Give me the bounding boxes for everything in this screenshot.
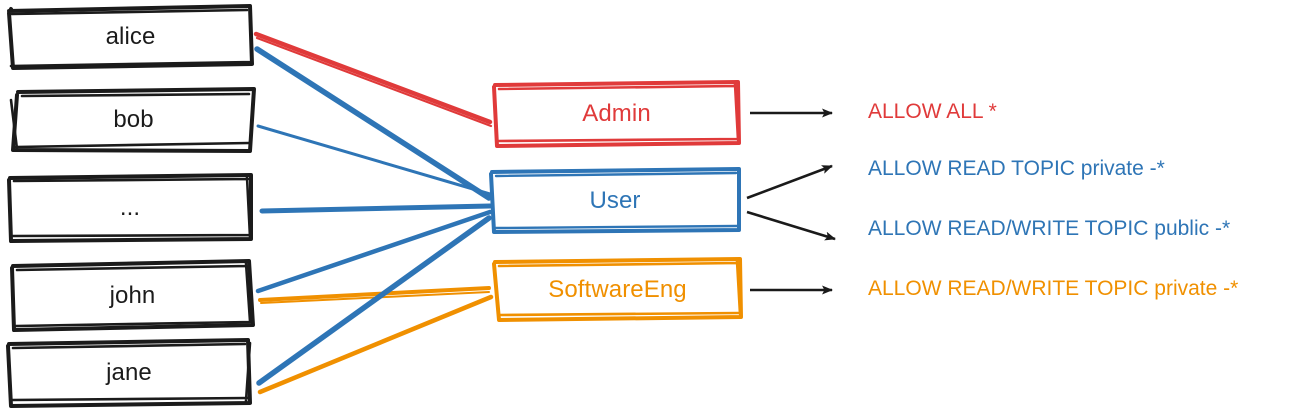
user-node-jane[interactable]: jane [8, 340, 250, 406]
permission-user-read-topic-private: ALLOW READ TOPIC private -* [868, 157, 1165, 180]
user-box-outlines [6, 4, 256, 408]
link-jane-softwareeng [257, 294, 494, 395]
user-box-john-outline [10, 259, 255, 332]
role-box-softwareeng-outline [492, 257, 743, 322]
role-node-admin[interactable]: Admin [494, 82, 739, 146]
user-node-ellipsis[interactable]: ... [9, 175, 251, 241]
user-label-bob: bob [113, 106, 154, 133]
link-alice-user [254, 46, 492, 201]
role-node-user[interactable]: User [491, 169, 739, 232]
permission-softwareeng-readwrite-topic-private: ALLOW READ/WRITE TOPIC private -* [868, 277, 1239, 300]
user-node-john[interactable]: john [12, 261, 253, 330]
permission-user-readwrite-topic-public: ALLOW READ/WRITE TOPIC public -* [868, 217, 1231, 240]
link-jane-user [256, 215, 492, 386]
user-label-jane: jane [106, 359, 152, 386]
user-label-ellipsis: ... [119, 194, 141, 221]
role-node-softwareeng[interactable]: SoftwareEng [494, 259, 741, 320]
user-box-ellipsis-outline-jitter [11, 175, 252, 239]
user-box-alice-outline [7, 4, 254, 70]
link-ellipsis-user [259, 203, 493, 214]
user-box-john-outline-jitter [14, 261, 252, 328]
arrow-user-to-perm-rw-public [746, 210, 836, 241]
link-bob-user [256, 124, 492, 196]
user-box-alice-outline-jitter [9, 7, 254, 68]
user-label-john: john [109, 281, 156, 309]
user-label-alice: alice [105, 23, 156, 50]
role-label-user: User [589, 186, 641, 214]
role-label-admin: Admin [582, 100, 651, 127]
user-box-jane-outline-jitter [10, 341, 252, 403]
user-box-ellipsis-outline [7, 173, 253, 243]
link-alice-admin [253, 31, 493, 128]
arrow-user-to-perm-read-private [746, 164, 833, 200]
permission-admin-allow-all: ALLOW ALL * [868, 100, 997, 123]
role-box-admin-outline [492, 80, 741, 148]
user-node-alice[interactable]: alice [9, 6, 252, 68]
user-box-jane-outline [6, 338, 252, 408]
user-node-bob[interactable]: bob [13, 89, 254, 151]
role-box-user-outline [489, 167, 741, 234]
link-john-user [255, 209, 493, 294]
role-label-softwareeng: SoftwareEng [548, 275, 687, 303]
user-box-bob-outline-jitter [9, 92, 251, 151]
